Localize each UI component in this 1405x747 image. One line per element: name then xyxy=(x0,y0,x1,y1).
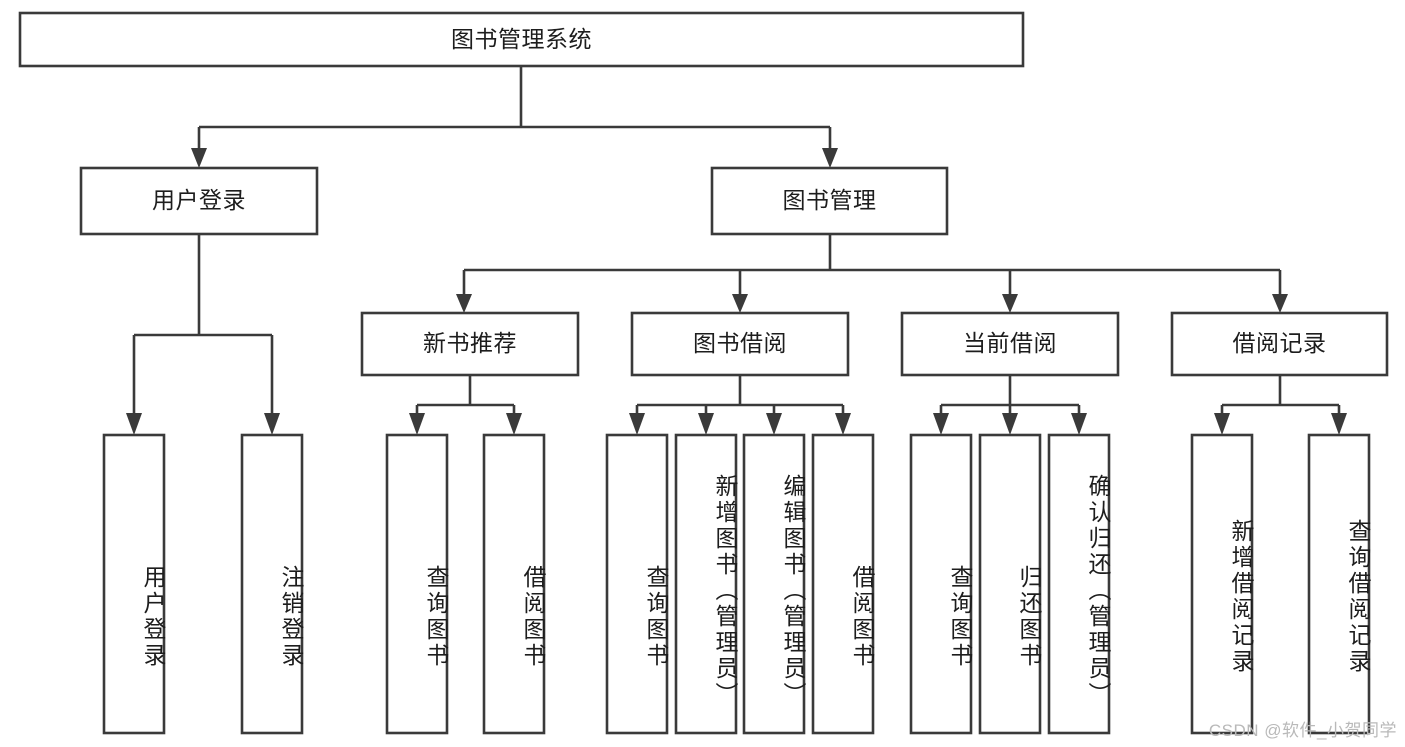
node-box-book-manage[interactable] xyxy=(710,166,949,236)
node-box-leaf-query-book-1[interactable] xyxy=(385,433,449,735)
arrow-head-current-borrow xyxy=(1002,294,1018,313)
csdn-watermark: CSDN @软件_小贺同学 xyxy=(1208,721,1397,740)
connector-group-user-login-to-leaves xyxy=(126,234,280,435)
connector-group-book-borrow-to-leaves xyxy=(629,375,851,435)
node-box-book-borrow[interactable] xyxy=(630,311,850,377)
node-box-leaf-query-book-2[interactable] xyxy=(605,433,669,735)
connector-group-book-manage-to-level3 xyxy=(456,234,1288,313)
node-box-leaf-confirm-return[interactable] xyxy=(1047,433,1111,735)
arrow-head-leaf-borrow-book-1 xyxy=(506,413,522,435)
arrow-head-leaf-query-book-2 xyxy=(629,413,645,435)
node-box-leaf-query-book-3[interactable] xyxy=(909,433,973,735)
arrow-head-user-login xyxy=(191,148,207,168)
node-box-leaf-add-record[interactable] xyxy=(1190,433,1254,735)
node-box-leaf-edit-book[interactable] xyxy=(742,433,806,735)
arrow-head-leaf-confirm-return xyxy=(1071,413,1087,435)
arrow-head-borrow-record xyxy=(1272,294,1288,313)
arrow-head-leaf-borrow-book-2 xyxy=(835,413,851,435)
arrow-head-leaf-query-book-3 xyxy=(933,413,949,435)
node-box-user-login[interactable] xyxy=(79,166,319,236)
arrow-head-leaf-user-login xyxy=(126,413,142,435)
connector-group-borrow-record-to-leaves xyxy=(1214,375,1347,435)
node-box-new-book-recommend[interactable] xyxy=(360,311,580,377)
arrow-head-leaf-add-book xyxy=(698,413,714,435)
node-box-leaf-query-record[interactable] xyxy=(1307,433,1371,735)
node-box-leaf-logout-login[interactable] xyxy=(240,433,304,735)
arrow-head-leaf-query-record xyxy=(1331,413,1347,435)
arrow-head-leaf-add-record xyxy=(1214,413,1230,435)
arrow-head-new-book-recommend xyxy=(456,294,472,313)
node-box-leaf-user-login[interactable] xyxy=(102,433,166,735)
node-box-borrow-record[interactable] xyxy=(1170,311,1389,377)
arrow-head-book-borrow xyxy=(732,294,748,313)
node-box-leaf-borrow-book-1[interactable] xyxy=(482,433,546,735)
arrow-head-book-manage xyxy=(822,148,838,168)
node-box-root[interactable] xyxy=(18,11,1025,68)
node-box-leaf-add-book[interactable] xyxy=(674,433,738,735)
arrow-head-leaf-logout-login xyxy=(264,413,280,435)
arrow-head-leaf-edit-book xyxy=(766,413,782,435)
connector-group-new-book-recommend-to-leaves xyxy=(409,375,522,435)
node-box-current-borrow[interactable] xyxy=(900,311,1120,377)
node-box-leaf-return-book[interactable] xyxy=(978,433,1042,735)
connector-group-root-to-level2 xyxy=(191,66,838,168)
node-box-leaf-borrow-book-2[interactable] xyxy=(811,433,875,735)
arrow-head-leaf-query-book-1 xyxy=(409,413,425,435)
connector-group-current-borrow-to-leaves xyxy=(933,375,1087,435)
arrow-head-leaf-return-book xyxy=(1002,413,1018,435)
